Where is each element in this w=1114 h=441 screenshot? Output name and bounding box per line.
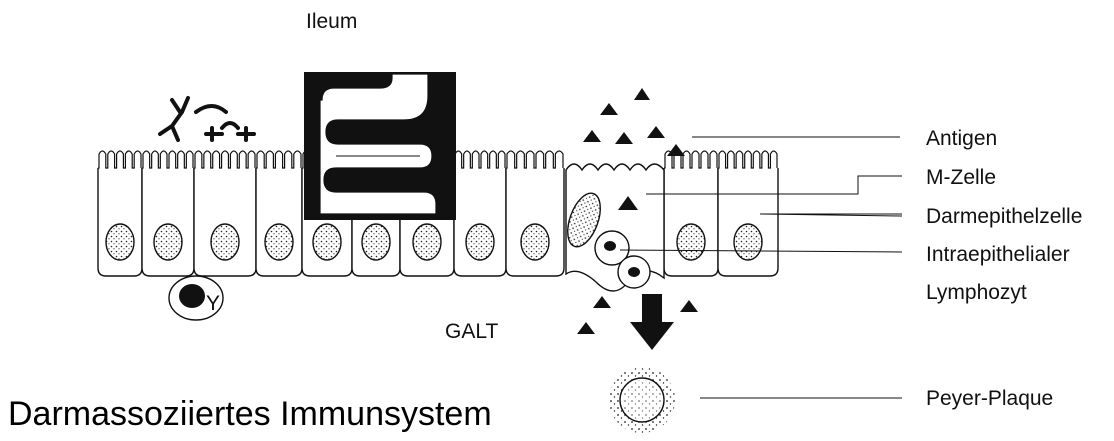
- label-iel-line2: Lymphozyt: [926, 281, 1027, 304]
- microvilli: [256, 151, 301, 168]
- cell-nucleus: [154, 224, 182, 260]
- ileum-illustration: Ileum: [304, 10, 456, 220]
- microvilli: [98, 151, 141, 168]
- microvilli: [718, 151, 777, 168]
- microvilli: [454, 151, 505, 168]
- cell-nucleus: [313, 224, 341, 260]
- microvilli: [194, 151, 255, 168]
- cell-nucleus: [413, 224, 441, 260]
- organ-label: Ileum: [306, 10, 357, 33]
- label-antigen: Antigen: [926, 127, 997, 150]
- m-cell: [561, 164, 664, 291]
- cell-nucleus: [734, 224, 762, 260]
- antibody-y-label: Y: [206, 292, 220, 315]
- cell-nucleus: [265, 224, 293, 260]
- label-m-cell: M-Zelle: [926, 166, 996, 189]
- label-iel-line1: Intraepithelialer: [926, 243, 1070, 266]
- cell-nucleus: [362, 224, 390, 260]
- plasma-cell: Y: [169, 276, 223, 320]
- cell-nucleus: [211, 224, 239, 260]
- cell-nucleus: [106, 224, 134, 260]
- label-epithelial-cell: Darmepithelzelle: [926, 205, 1082, 228]
- down-arrow-icon: [630, 294, 674, 350]
- cell-nucleus: [677, 224, 705, 260]
- galt-label: GALT: [445, 320, 498, 343]
- cell-nucleus: [466, 224, 494, 260]
- peyer-plaque: [609, 367, 675, 433]
- antibody-icons: [160, 98, 254, 140]
- page-title: Darmassoziiertes Immunsystem: [8, 395, 492, 433]
- label-peyer: Peyer-Plaque: [926, 387, 1053, 410]
- microvilli: [142, 151, 193, 168]
- microvilli: [506, 151, 563, 168]
- cell-nucleus: [521, 224, 549, 260]
